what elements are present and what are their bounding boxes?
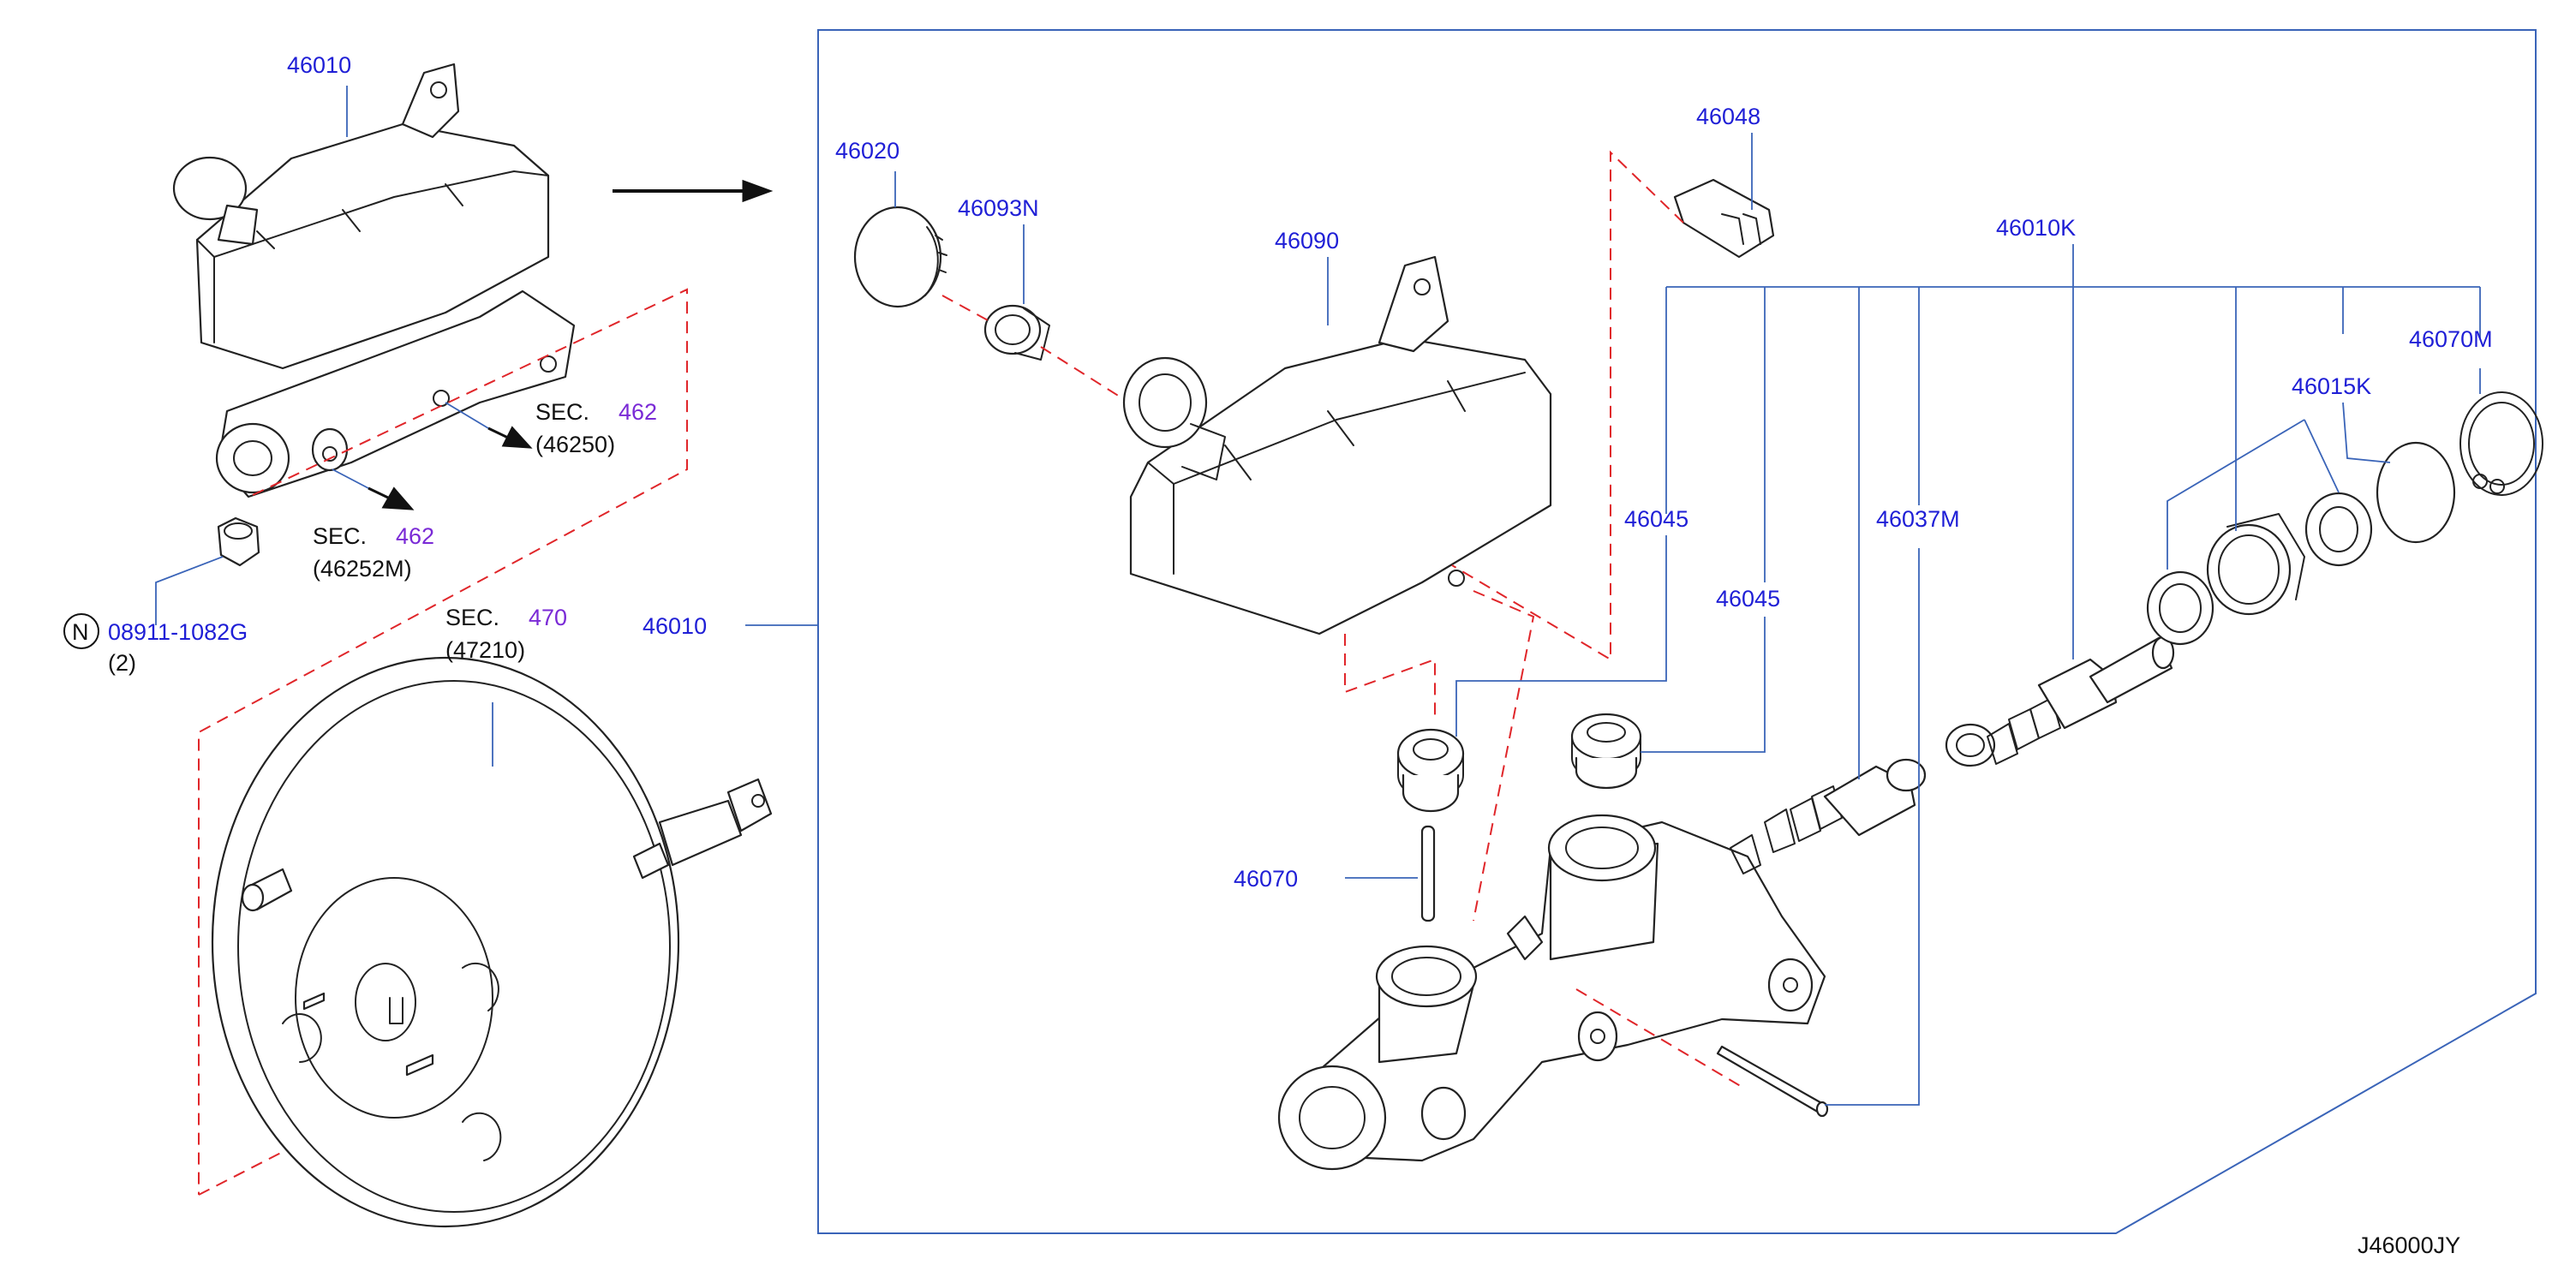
label-46010-reservoir: 46010 (287, 52, 351, 78)
label-sec-462-a-ref: (46250) (535, 432, 615, 457)
snap-ring-drawing (2459, 391, 2543, 496)
label-46048: 46048 (1696, 104, 1760, 129)
label-46045-b: 46045 (1716, 586, 1780, 612)
label-sec-470-ref: (47210) (445, 637, 525, 663)
secondary-piston-drawing (1730, 758, 1927, 874)
label-46090: 46090 (1275, 228, 1339, 254)
sec-arrow-46252 (368, 486, 391, 500)
primary-piston-drawing (1945, 636, 2175, 767)
label-46037m: 46037M (1876, 506, 1960, 532)
label-sec-462-b: SEC. (313, 523, 367, 549)
kit-leader-tree (1455, 244, 2481, 1106)
retaining-pin-drawing (1673, 178, 1775, 259)
strainer-drawing (983, 304, 1050, 361)
label-sec-462-a: SEC. (535, 399, 589, 425)
grommet-b-drawing (1570, 713, 1642, 790)
label-sec-470-num: 470 (529, 605, 567, 630)
sec-arrow-46250 (487, 427, 511, 440)
seal-ring-b-drawing (2304, 492, 2373, 567)
label-46020: 46020 (835, 138, 900, 164)
reservoir-overview-drawing (172, 63, 576, 498)
label-46010k: 46010K (1996, 215, 2076, 241)
nut-marker-circle (63, 613, 99, 649)
label-nut-part: 08911-1082G (108, 619, 248, 645)
label-sec-462-b-ref: (46252M) (313, 556, 412, 582)
seal-ring-a-drawing (2146, 570, 2214, 646)
small-pin-drawing (1420, 825, 1436, 922)
grommet-a-drawing (1396, 728, 1465, 813)
label-46070m: 46070M (2409, 326, 2493, 352)
nut-drawing (217, 516, 260, 567)
label-sec-470: SEC. (445, 605, 499, 630)
label-46070: 46070 (1234, 866, 1298, 892)
label-46093n: 46093N (958, 195, 1039, 221)
diagram-code: J46000JY (2358, 1232, 2460, 1258)
disc-drawing (2376, 441, 2456, 544)
label-sec-462-a-num: 462 (619, 399, 657, 425)
seal-cup-drawing (2206, 513, 2305, 616)
assembly-frame (817, 29, 2537, 1234)
label-46045-a: 46045 (1624, 506, 1688, 532)
label-sec-462-b-num: 462 (396, 523, 434, 549)
brake-booster-drawing (211, 656, 773, 1228)
label-46015k: 46015K (2292, 373, 2371, 399)
label-nut-qty: (2) (108, 650, 136, 676)
nut-marker-letter: N (72, 619, 89, 645)
reservoir-cap-drawing (853, 206, 947, 308)
master-cylinder-drawing (1277, 814, 1826, 1171)
reservoir-tank-drawing (1122, 255, 1552, 636)
label-46010-assembly: 46010 (643, 613, 707, 639)
